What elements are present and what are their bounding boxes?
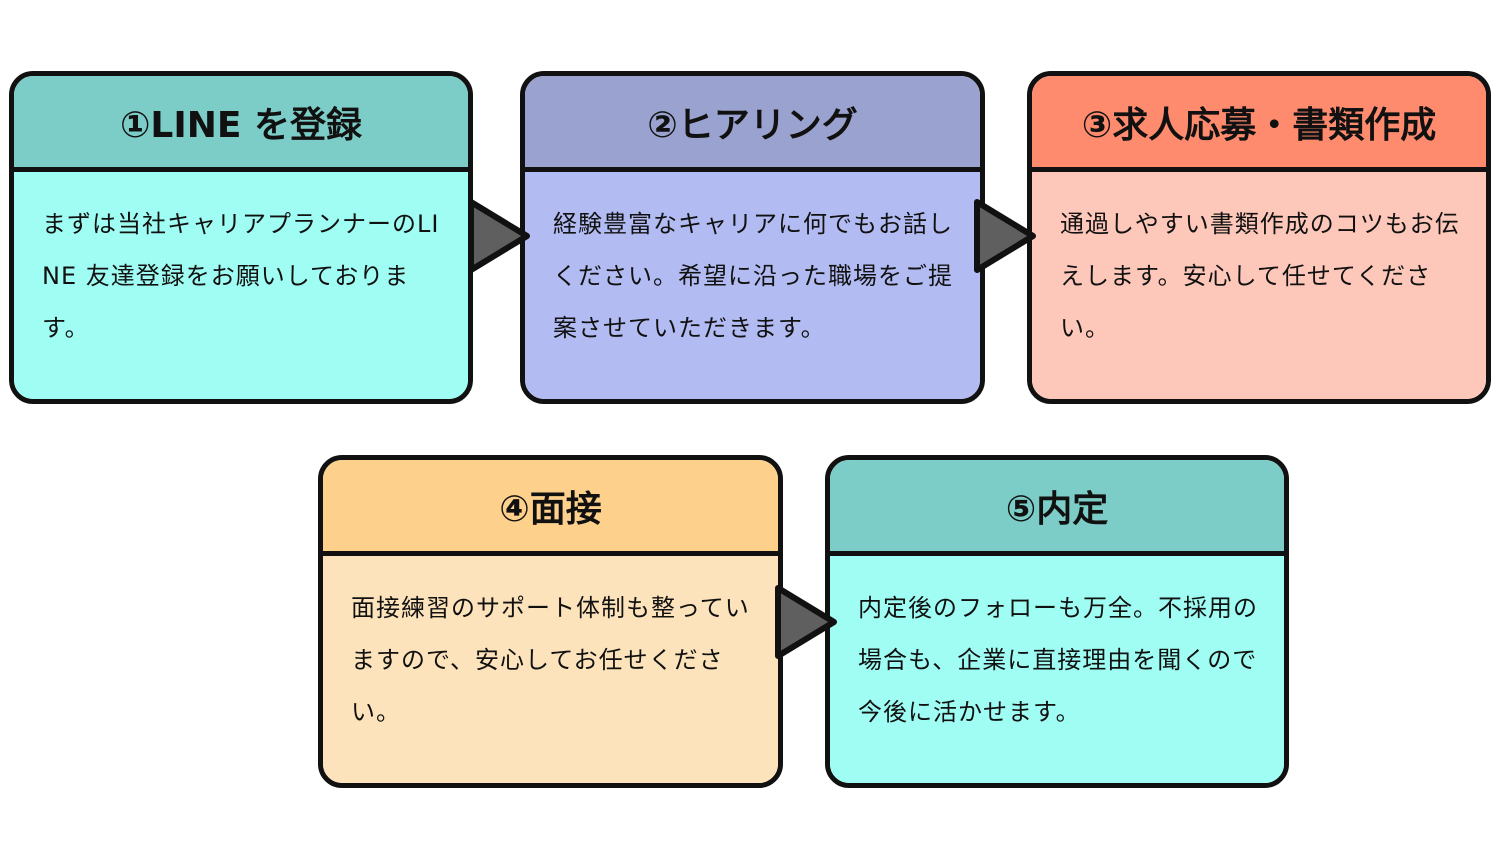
step-card-4: ④面接 面接練習のサポート体制も整っていますので、安心してお任せください。 bbox=[318, 455, 783, 788]
step-1-title: ①LINE を登録 bbox=[119, 104, 363, 146]
arrow-right-icon bbox=[775, 585, 837, 659]
step-card-2: ②ヒアリング 経験豊富なキャリアに何でもお話しください。希望に沿った職場をご提案… bbox=[520, 71, 985, 404]
step-4-description: 面接練習のサポート体制も整っていますので、安心してお任せください。 bbox=[351, 594, 750, 726]
arrow-right-icon bbox=[468, 199, 530, 273]
step-4-body: 面接練習のサポート体制も整っていますので、安心してお任せください。 bbox=[323, 556, 778, 783]
step-5-body: 内定後のフォローも万全。不採用の場合も、企業に直接理由を聞くので今後に活かせます… bbox=[830, 556, 1284, 783]
step-4-header: ④面接 bbox=[323, 460, 778, 556]
step-card-5: ⑤内定 内定後のフォローも万全。不採用の場合も、企業に直接理由を聞くので今後に活… bbox=[825, 455, 1289, 788]
step-5-header: ⑤内定 bbox=[830, 460, 1284, 556]
step-3-header: ③求人応募・書類作成 bbox=[1032, 76, 1486, 172]
step-card-3: ③求人応募・書類作成 通過しやすい書類作成のコツもお伝えします。安心して任せてく… bbox=[1027, 71, 1491, 404]
step-2-body: 経験豊富なキャリアに何でもお話しください。希望に沿った職場をご提案させていただき… bbox=[525, 172, 980, 399]
step-1-header: ①LINE を登録 bbox=[14, 76, 468, 172]
arrow-4-to-5 bbox=[775, 585, 837, 659]
step-3-description: 通過しやすい書類作成のコツもお伝えします。安心して任せてください。 bbox=[1060, 210, 1460, 342]
step-1-body: まずは当社キャリアプランナーのLINE 友達登録をお願いしております。 bbox=[14, 172, 468, 399]
step-3-title: ③求人応募・書類作成 bbox=[1081, 104, 1437, 146]
step-5-title: ⑤内定 bbox=[1005, 488, 1109, 530]
step-2-title: ②ヒアリング bbox=[647, 104, 858, 146]
step-3-body: 通過しやすい書類作成のコツもお伝えします。安心して任せてください。 bbox=[1032, 172, 1486, 399]
step-1-description: まずは当社キャリアプランナーのLINE 友達登録をお願いしております。 bbox=[42, 210, 440, 342]
arrow-right-icon bbox=[974, 199, 1036, 273]
step-5-description: 内定後のフォローも万全。不採用の場合も、企業に直接理由を聞くので今後に活かせます… bbox=[858, 594, 1258, 726]
arrow-1-to-2 bbox=[468, 199, 530, 273]
step-card-1: ①LINE を登録 まずは当社キャリアプランナーのLINE 友達登録をお願いして… bbox=[9, 71, 473, 404]
step-2-description: 経験豊富なキャリアに何でもお話しください。希望に沿った職場をご提案させていただき… bbox=[553, 210, 953, 342]
arrow-2-to-3 bbox=[974, 199, 1036, 273]
step-4-title: ④面接 bbox=[499, 488, 602, 530]
step-2-header: ②ヒアリング bbox=[525, 76, 980, 172]
